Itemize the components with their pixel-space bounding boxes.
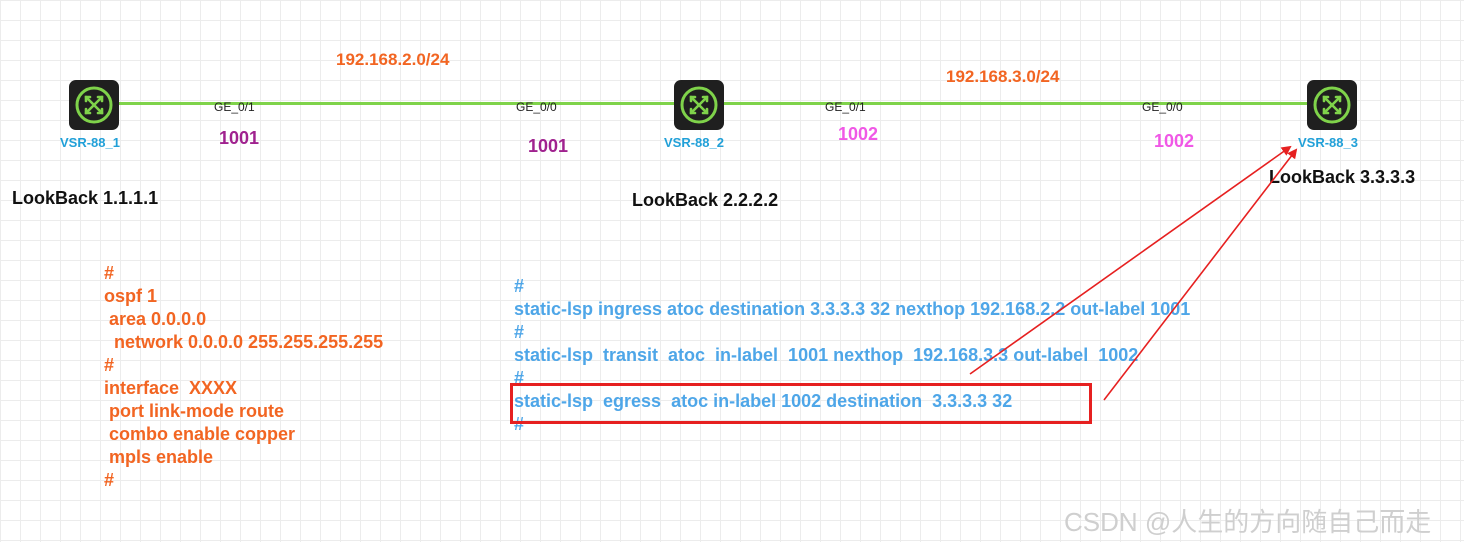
- config-line: static-lsp transit atoc in-label 1001 ne…: [514, 345, 1139, 365]
- config-line: #: [104, 263, 115, 283]
- router-icon-vsr-88-2[interactable]: [674, 80, 724, 130]
- config-line: #: [104, 355, 115, 375]
- mpls-label-vsr2-out: 1002: [838, 124, 879, 144]
- config-line: combo enable copper: [104, 424, 296, 444]
- config-line: static-lsp ingress atoc destination 3.3.…: [514, 299, 1191, 319]
- watermark: CSDN @人生的方向随自己而走: [1064, 507, 1432, 537]
- mpls-label-vsr2-in: 1001: [528, 136, 569, 156]
- arrow-egress-to-vsr3-b: [1103, 148, 1298, 401]
- router-icon-vsr-88-1[interactable]: [69, 80, 119, 130]
- config-static-lsp-block: # static-lsp ingress atoc destination 3.…: [514, 275, 1190, 436]
- subnet-label-192-168-2: 192.168.2.0/24: [336, 50, 450, 69]
- port-label-vsr2-ge00: GE_0/0: [516, 100, 557, 114]
- config-line: port link-mode route: [104, 401, 284, 421]
- subnet-label-192-168-3: 192.168.3.0/24: [946, 67, 1060, 86]
- config-line: #: [514, 368, 525, 388]
- device-label-vsr-88-2: VSR-88_2: [664, 135, 724, 150]
- config-line: ospf 1: [104, 286, 158, 306]
- config-ospf-block: # ospf 1 area 0.0.0.0 network 0.0.0.0 25…: [104, 262, 383, 492]
- config-line: static-lsp egress atoc in-label 1002 des…: [514, 391, 1013, 411]
- config-line: #: [514, 414, 525, 434]
- device-label-vsr-88-3: VSR-88_3: [1298, 135, 1358, 150]
- device-label-vsr-88-1: VSR-88_1: [60, 135, 120, 150]
- config-line: area 0.0.0.0: [104, 309, 207, 329]
- config-line: #: [514, 276, 525, 296]
- config-line: network 0.0.0.0 255.255.255.255: [104, 332, 384, 352]
- egress-highlight-box: [510, 383, 1092, 424]
- port-label-vsr1-ge01: GE_0/1: [214, 100, 255, 114]
- port-label-vsr3-ge00: GE_0/0: [1142, 100, 1183, 114]
- link-vsr2-vsr3: [724, 102, 1308, 105]
- loopback-label-vsr-88-1: LookBack 1.1.1.1: [12, 188, 159, 208]
- arrow-egress-to-vsr3-a: [969, 145, 1292, 375]
- config-line: #: [514, 322, 525, 342]
- link-vsr1-vsr2: [118, 102, 674, 105]
- config-line: #: [104, 470, 115, 490]
- router-icon-vsr-88-3[interactable]: [1307, 80, 1357, 130]
- loopback-label-vsr-88-3: LookBack 3.3.3.3: [1269, 167, 1416, 187]
- config-line: interface XXXX: [104, 378, 238, 398]
- mpls-label-vsr1-out: 1001: [219, 128, 260, 148]
- port-label-vsr2-ge01: GE_0/1: [825, 100, 866, 114]
- mpls-label-vsr3-in: 1002: [1154, 131, 1195, 151]
- loopback-label-vsr-88-2: LookBack 2.2.2.2: [632, 190, 779, 210]
- config-line: mpls enable: [104, 447, 214, 467]
